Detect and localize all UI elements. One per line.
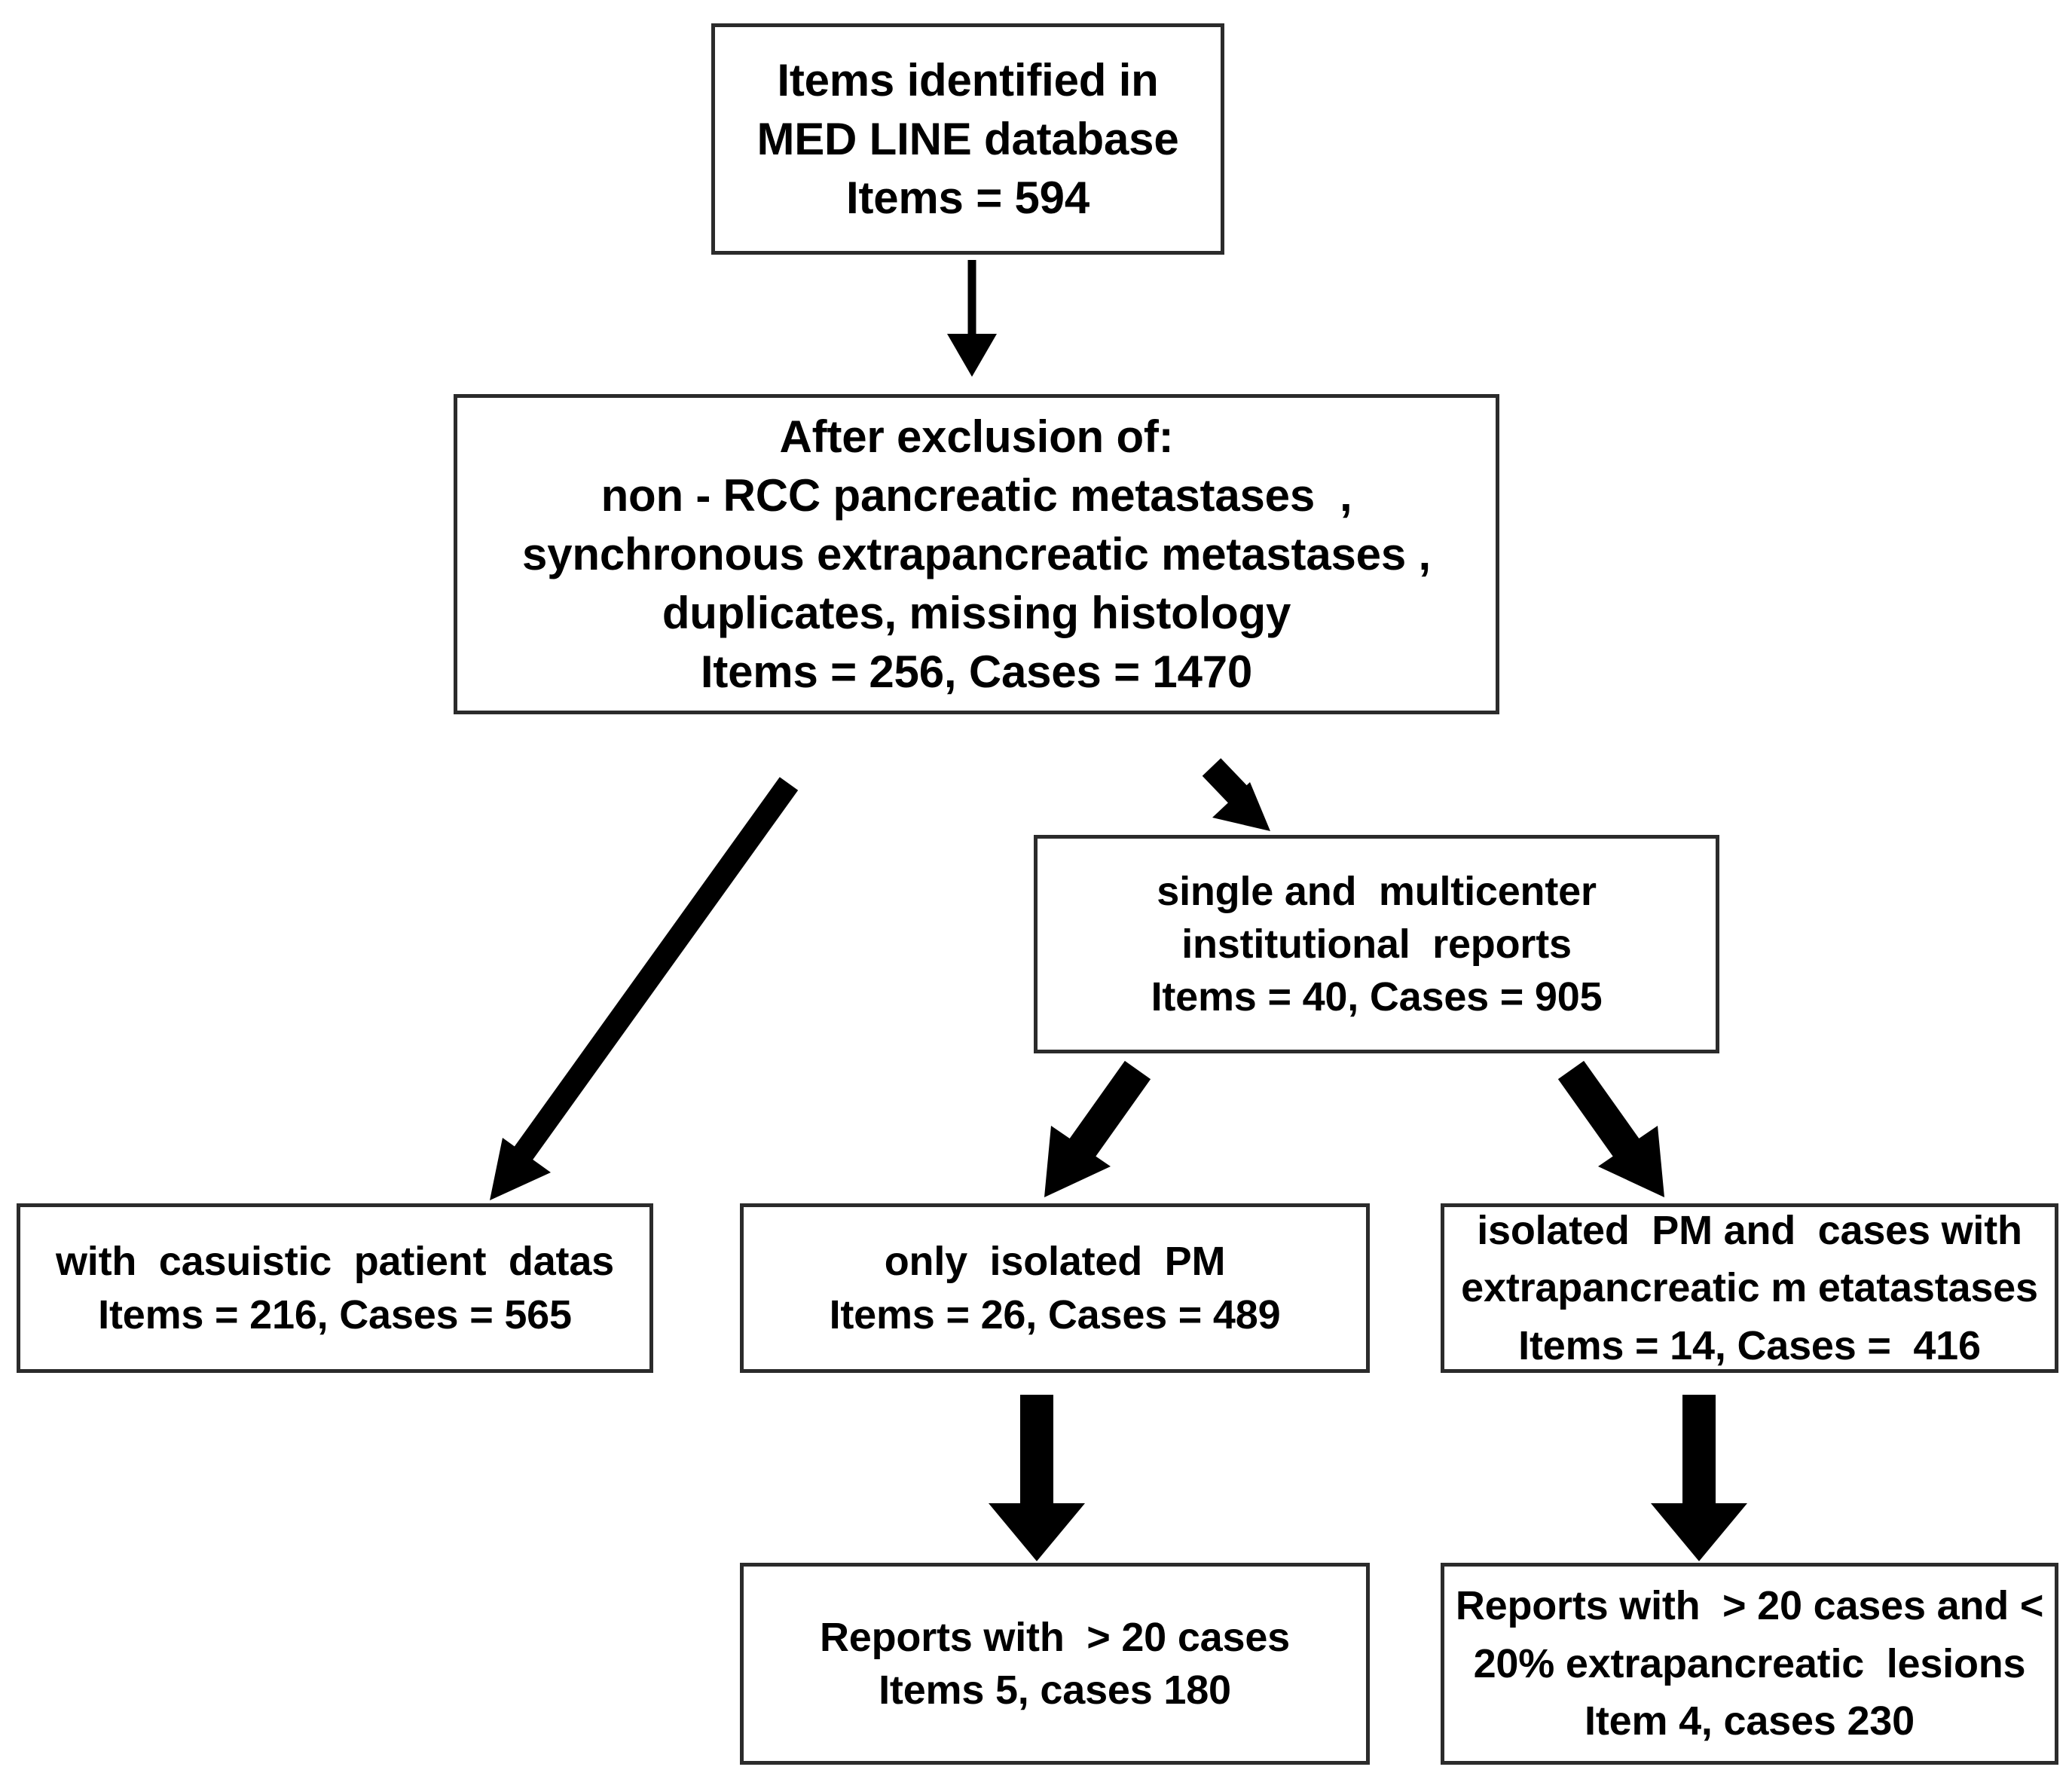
node-reports-20-line-2: Items 5, cases 180 [879, 1668, 1231, 1713]
arrow-isolated-extra-to-reports-20-20 [1651, 1395, 1747, 1561]
arrow-exclusion-to-casuistic [490, 777, 799, 1200]
node-isolated-pm-and-extrapancreatic[interactable]: isolated PM and cases with extrapancreat… [1441, 1203, 2058, 1373]
node-casuistic-patient-datas[interactable]: with casuistic patient datas Items = 216… [17, 1203, 653, 1373]
arrow-exclusion-to-institutional [1202, 758, 1270, 831]
node-isolated-pm-line-2: Items = 26, Cases = 489 [829, 1292, 1281, 1337]
node-medline[interactable]: Items identified in MED LINE database It… [711, 23, 1224, 255]
node-reports-20-20-line-2: 20% extrapancreatic lesions [1473, 1640, 2026, 1686]
node-medline-line-3: Items = 594 [845, 172, 1090, 223]
node-casuistic-line-1: with casuistic patient datas [56, 1239, 614, 1285]
node-institutional-line-2: institutional reports [1181, 921, 1572, 967]
node-exclusion[interactable]: After exclusion of: non - RCC pancreatic… [454, 394, 1499, 714]
node-isolated-extra-line-2: extrapancreatic m etatastases [1461, 1265, 2038, 1311]
node-reports-over-20-cases[interactable]: Reports with > 20 cases Items 5, cases 1… [740, 1563, 1370, 1765]
arrow-isolated-pm-to-reports-20 [989, 1395, 1085, 1561]
node-exclusion-line-2: non - RCC pancreatic metastases , [601, 469, 1352, 521]
node-exclusion-line-1: After exclusion of: [779, 411, 1174, 462]
node-reports-20-20-line-3: Item 4, cases 230 [1585, 1698, 1915, 1744]
node-institutional-line-3: Items = 40, Cases = 905 [1151, 974, 1603, 1020]
node-reports-20-line-1: Reports with > 20 cases [820, 1614, 1290, 1660]
node-exclusion-line-4: duplicates, missing histology [662, 587, 1291, 638]
arrow-institutional-to-isolated-pm [1044, 1060, 1151, 1197]
node-medline-line-1: Items identified in [777, 54, 1159, 105]
node-institutional-reports[interactable]: single and multicenter institutional rep… [1034, 835, 1719, 1053]
node-exclusion-line-3: synchronous extrapancreatic metastases , [522, 528, 1431, 579]
node-institutional-line-1: single and multicenter [1157, 868, 1597, 914]
node-reports-over-20-cases-under-20-percent[interactable]: Reports with > 20 cases and < 20% extrap… [1441, 1563, 2058, 1765]
node-exclusion-line-5: Items = 256, Cases = 1470 [700, 646, 1253, 697]
arrow-medline-to-exclusion [947, 260, 997, 377]
node-only-isolated-pm[interactable]: only isolated PM Items = 26, Cases = 489 [740, 1203, 1370, 1373]
node-isolated-extra-line-3: Items = 14, Cases = 416 [1518, 1322, 1981, 1368]
node-isolated-pm-line-1: only isolated PM [884, 1239, 1226, 1285]
node-reports-20-20-line-1: Reports with > 20 cases and < [1455, 1582, 2044, 1628]
node-casuistic-line-2: Items = 216, Cases = 565 [98, 1292, 572, 1337]
node-isolated-extra-line-1: isolated PM and cases with [1477, 1207, 2022, 1253]
node-medline-line-2: MED LINE database [756, 113, 1179, 164]
arrow-institutional-to-isolated-extra [1557, 1060, 1664, 1197]
